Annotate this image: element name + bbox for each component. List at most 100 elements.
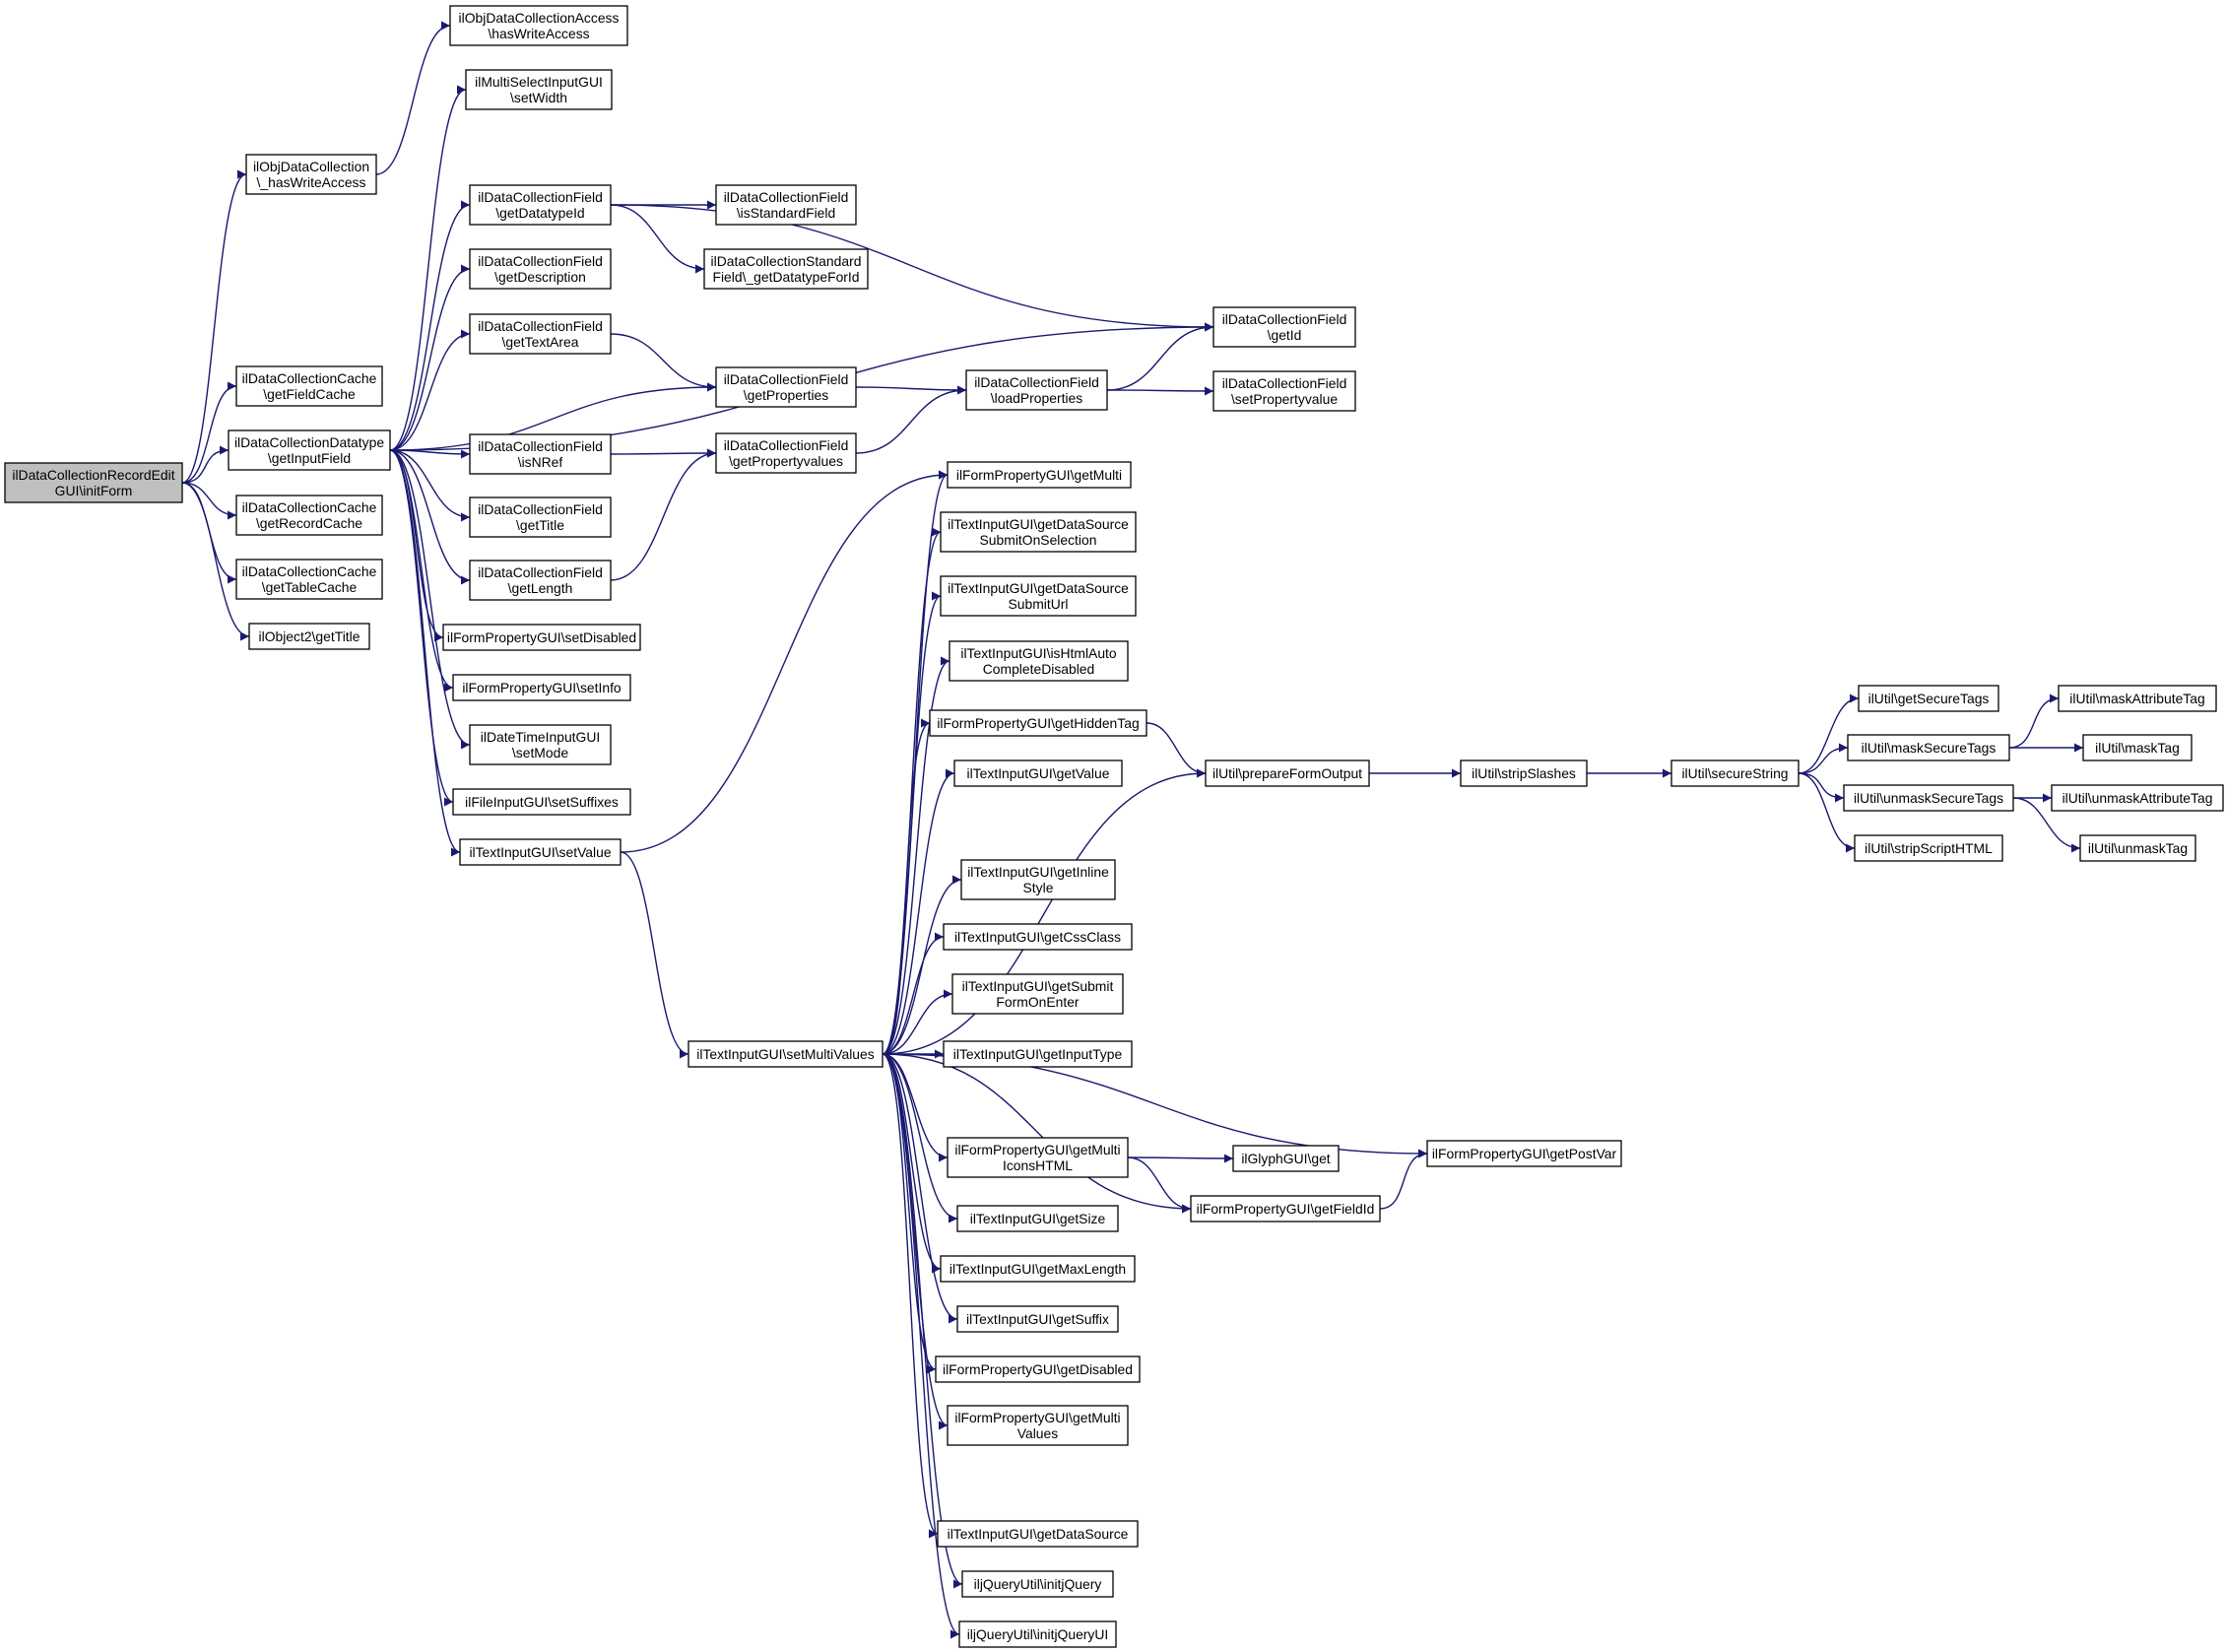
node-label: ilDataCollectionRecordEdit <box>12 467 174 483</box>
node-get-size: ilTextInputGUI\getSize <box>956 1205 1119 1232</box>
edge-set-multi-values-to-get-disabled <box>882 1053 937 1374</box>
node-label: ilDataCollectionField <box>478 501 603 517</box>
edge-get-datatype-id-to-get-datatype-for-id <box>610 204 705 274</box>
node-label: \getRecordCache <box>256 515 362 531</box>
node-label: SubmitOnSelection <box>980 532 1097 548</box>
node-label: \getLength <box>508 580 573 596</box>
node-ds-submit-on-sel: ilTextInputGUI\getDataSourceSubmitOnSele… <box>940 511 1137 553</box>
edge-get-input-field-to-get-text-area <box>389 329 471 451</box>
edge-get-multi-icons-h-t-m-l-to-glyph-get <box>1127 1154 1234 1163</box>
edge-set-multi-values-to-get-submit-form-on-enter <box>882 989 953 1055</box>
edge-secure-string-to-mask-secure-tags <box>1798 743 1849 774</box>
edge-get-propertyvalues-to-load-properties <box>855 385 967 454</box>
edge-is-n-ref-to-get-propertyvalues <box>610 448 717 458</box>
edge-get-input-field-to-field-get-title <box>389 449 471 522</box>
node-box <box>958 1620 1117 1648</box>
node-label: ilUtil\stripSlashes <box>1472 765 1576 781</box>
node-label: ilFormPropertyGUI\setDisabled <box>447 629 636 645</box>
node-label: \isNRef <box>518 454 563 470</box>
node-box <box>1426 1140 1622 1167</box>
node-initj-query: iljQueryUtil\initjQuery <box>961 1570 1114 1598</box>
node-label: GUI\initForm <box>55 483 133 498</box>
node-label: ilUtil\stripScriptHTML <box>1865 840 1993 856</box>
node-box <box>469 184 612 226</box>
node-box <box>715 184 857 226</box>
node-box <box>235 495 383 536</box>
node-is-n-ref: ilDataCollectionField\isNRef <box>469 433 612 475</box>
node-box <box>956 1305 1119 1333</box>
edge-set-multi-values-to-initj-query-u-i <box>882 1053 960 1639</box>
node-label: ilDataCollectionCache <box>242 370 377 386</box>
node-box <box>1670 760 1800 787</box>
edge-set-value-to-set-multi-values <box>620 851 689 1059</box>
node-label: iljQueryUtil\initjQueryUI <box>967 1626 1109 1642</box>
node-label: ilDataCollectionField <box>478 438 603 454</box>
edge-load-properties-to-get-id <box>1106 322 1214 391</box>
node-label: ilDataCollectionField <box>724 437 849 453</box>
node-box <box>228 430 391 471</box>
edge-set-multi-values-to-get-field-id <box>882 1053 1192 1214</box>
node-label: ilDataCollectionField <box>1222 375 1347 391</box>
node-label: ilUtil\prepareFormOutput <box>1212 765 1362 781</box>
node-label: ilDataCollectionField <box>724 371 849 387</box>
node-is-standard-field: ilDataCollectionField\isStandardField <box>715 184 857 226</box>
edge-secure-string-to-strip-script-h-t-m-l <box>1798 772 1856 853</box>
node-label: ilDataCollectionField <box>724 189 849 205</box>
node-label: ilFormPropertyGUI\getMulti <box>954 1410 1120 1425</box>
node-label: \isStandardField <box>737 205 835 221</box>
node-label: ilUtil\maskTag <box>2095 740 2180 756</box>
node-box <box>235 559 383 600</box>
edge-get-datatype-id-to-get-id <box>610 204 1214 332</box>
node-label: ilUtil\unmaskTag <box>2088 840 2188 856</box>
node-box <box>1190 1195 1381 1222</box>
node-get-data-source: ilTextInputGUI\getDataSource <box>937 1520 1139 1548</box>
edge-set-multi-values-to-get-data-source <box>882 1053 939 1539</box>
node-label: \getId <box>1268 327 1302 343</box>
node-box <box>953 760 1123 787</box>
node-box <box>452 674 631 701</box>
node-box <box>951 973 1124 1015</box>
edge-set-multi-values-to-get-suffix <box>882 1053 958 1324</box>
node-set-multi-values: ilTextInputGUI\setMultiValues <box>687 1040 884 1068</box>
node-label: ilTextInputGUI\getCssClass <box>954 929 1121 945</box>
node-box <box>2058 685 2217 712</box>
node-get-datatype-for-id: ilDataCollectionStandardField\_getDataty… <box>703 248 869 290</box>
node-mask-tag: ilUtil\maskTag <box>2082 734 2193 761</box>
node-box <box>1212 370 1356 412</box>
node-obj2-get-title: ilObject2\getTitle <box>248 623 370 650</box>
node-initj-query-u-i: iljQueryUtil\initjQueryUI <box>958 1620 1117 1648</box>
node-box <box>1843 784 2014 812</box>
edge-root-to-get-record-cache <box>181 482 237 520</box>
node-label: ilObjDataCollection <box>253 159 369 174</box>
node-label: ilUtil\maskSecureTags <box>1862 740 1997 756</box>
node-label: ilFormPropertyGUI\getPostVar <box>1432 1146 1617 1161</box>
node-strip-script-h-t-m-l: ilUtil\stripScriptHTML <box>1854 834 2003 862</box>
edge-set-multi-values-to-get-hidden-tag <box>882 718 931 1055</box>
edge-set-multi-values-to-is-html-auto <box>882 656 950 1055</box>
node-label: ilDataCollectionStandard <box>711 253 862 269</box>
node-label: ilDateTimeInputGUI <box>481 729 600 745</box>
node-label: ilFormPropertyGUI\getMulti <box>954 1142 1120 1157</box>
node-unmask-tag: ilUtil\unmaskTag <box>2079 834 2196 862</box>
node-box <box>937 1520 1139 1548</box>
node-label: ilUtil\getSecureTags <box>1868 691 1990 706</box>
edge-layer <box>181 21 2083 1639</box>
edge-set-multi-values-to-ds-submit-url <box>882 591 942 1055</box>
node-get-field-cache: ilDataCollectionCache\getFieldCache <box>235 365 383 407</box>
node-box <box>2082 734 2193 761</box>
node-label: ilTextInputGUI\isHtmlAuto <box>960 645 1117 661</box>
node-label: ilDataCollectionCache <box>242 563 377 579</box>
node-label: ilTextInputGUI\getMaxLength <box>949 1261 1126 1277</box>
node-label: iljQueryUtil\initjQuery <box>974 1576 1102 1592</box>
node-get-properties: ilDataCollectionField\getProperties <box>715 366 857 408</box>
node-box <box>715 366 857 408</box>
node-label: ilDataCollectionField <box>974 374 1099 390</box>
node-label: \setMode <box>512 745 568 760</box>
node-box <box>235 365 383 407</box>
node-box <box>956 1205 1119 1232</box>
node-label: \getProperties <box>744 387 829 403</box>
node-box <box>449 5 628 46</box>
